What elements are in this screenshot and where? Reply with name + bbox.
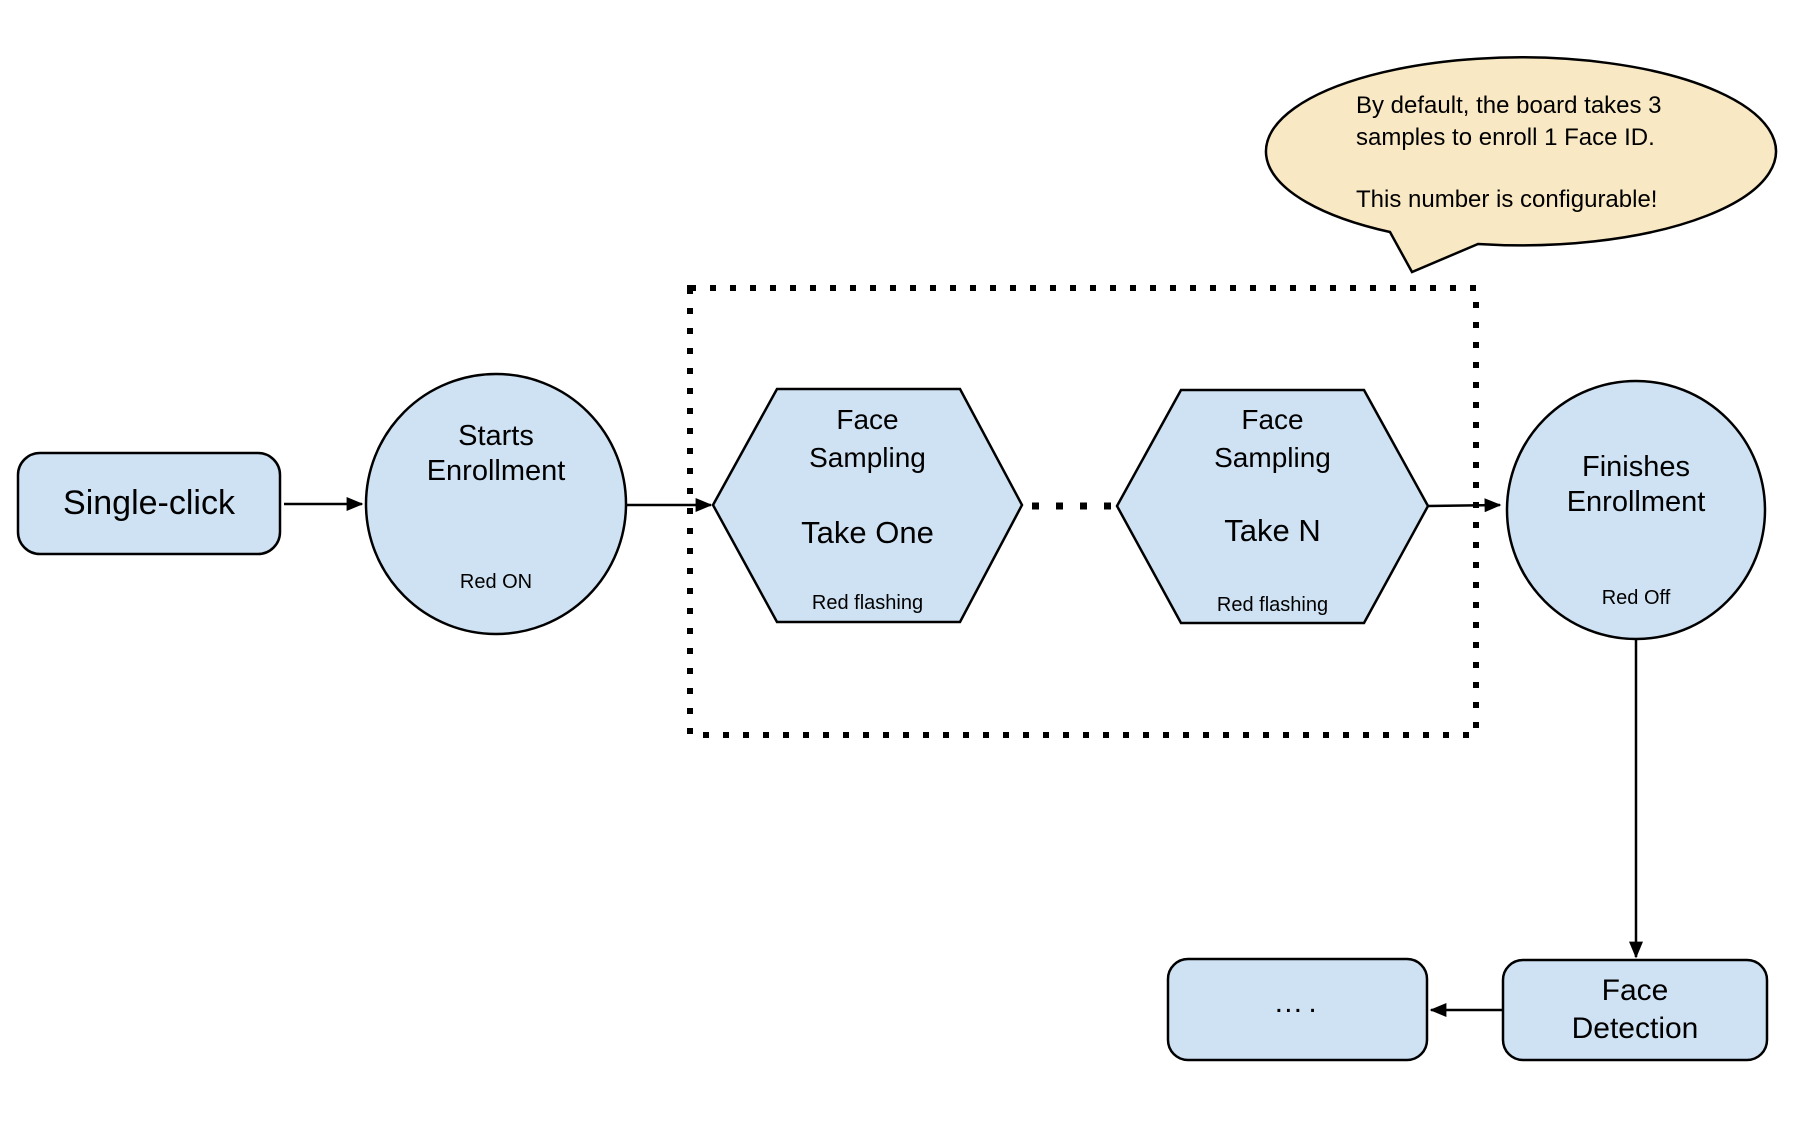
face-sampling-n-label: Face Sampling: [1117, 401, 1428, 477]
starts-enrollment-label: Starts Enrollment: [366, 419, 626, 489]
face-sampling-one-status: Red flashing: [811, 592, 924, 614]
face-sampling-n-take: Take N: [1224, 513, 1321, 548]
starts-enrollment-line1: Starts: [458, 420, 534, 452]
face-sampling-n-status: Red flashing: [1216, 594, 1329, 616]
face-detection-line1: Face: [1601, 974, 1669, 1007]
finishes-enrollment-node-shape: [1505, 379, 1767, 641]
face-detection-label: Face Detection: [1503, 960, 1767, 1060]
callout-line1: By default, the board takes 3: [1356, 92, 1662, 119]
callout-text: By default, the board takes 3 samples to…: [1356, 90, 1746, 216]
arrow-sampling-to-finishes: [1427, 498, 1502, 513]
callout-para1: By default, the board takes 3 samples to…: [1356, 90, 1746, 154]
face-sampling-one-line2: Sampling: [809, 442, 926, 473]
finishes-enrollment-status: Red Off: [1601, 587, 1671, 609]
face-sampling-one-take: Take One: [801, 515, 934, 550]
face-detection-line2: Detection: [1571, 1012, 1699, 1045]
face-sampling-one-label: Face Sampling: [715, 401, 1020, 477]
callout-bubble-shape: [1264, 56, 1778, 274]
callout-para2: This number is configurable!: [1356, 184, 1746, 216]
finishes-enrollment-label: Finishes Enrollment: [1506, 450, 1766, 520]
face-sampling-n-line2: Sampling: [1214, 442, 1331, 473]
single-click-label: Single-click: [63, 484, 235, 523]
finishes-enrollment-line1: Finishes: [1582, 451, 1690, 483]
face-sampling-n-line1: Face: [1241, 404, 1304, 435]
starts-enrollment-line2: Enrollment: [426, 455, 566, 487]
finishes-enrollment-line2: Enrollment: [1566, 486, 1706, 518]
starts-enrollment-status: Red ON: [459, 571, 533, 593]
sampling-group-dotted-border: [687, 285, 1479, 738]
continuation-label: ….: [1273, 985, 1322, 1019]
face-sampling-one-node-shape: [711, 387, 1024, 624]
callout-line3: This number is configurable!: [1356, 186, 1658, 213]
single-click-node-shape: [16, 451, 282, 556]
continuation-node-shape: [1166, 957, 1429, 1062]
face-sampling-one-line1: Face: [836, 404, 899, 435]
starts-enrollment-node-shape: [364, 372, 628, 636]
callout-line2: samples to enroll 1 Face ID.: [1356, 124, 1655, 151]
